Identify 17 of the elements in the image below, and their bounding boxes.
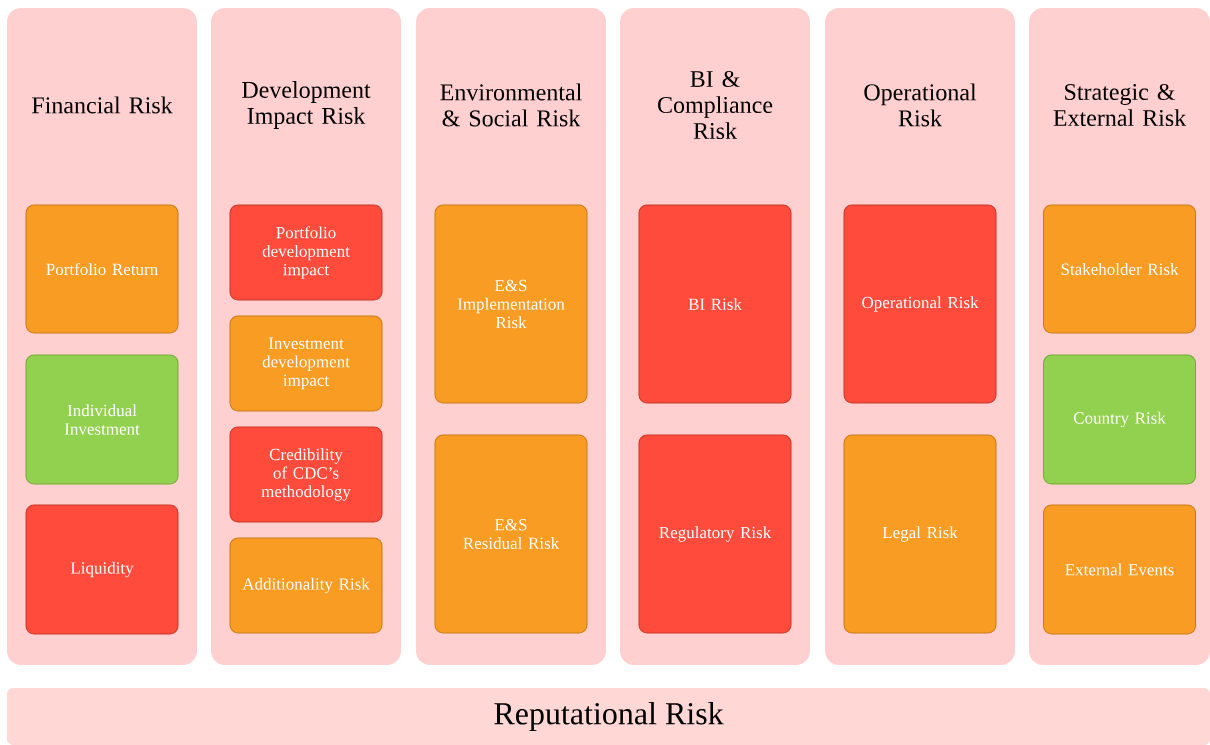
risk-box: Liquidity: [25, 504, 179, 635]
risk-box: BI Risk: [638, 204, 792, 404]
risk-box: Investment development impact: [229, 315, 383, 412]
risk-box: E&S Residual Risk: [434, 434, 588, 634]
risk-box: Regulatory Risk: [638, 434, 792, 634]
risk-box: External Events: [1043, 504, 1196, 635]
base-band: Reputational Risk: [7, 688, 1210, 745]
risk-box: Country Risk: [1043, 354, 1196, 485]
risk-box: Additionality Risk: [229, 537, 383, 634]
risk-box: Individual Investment: [25, 354, 179, 485]
risk-box: E&S Implementation Risk: [434, 204, 588, 404]
risk-box: Stakeholder Risk: [1043, 204, 1196, 334]
risk-box: Portfolio Return: [25, 204, 179, 334]
risk-box: Legal Risk: [843, 434, 997, 634]
risk-box: Portfolio development impact: [229, 204, 383, 301]
risk-box: Credibility of CDC’s methodology: [229, 426, 383, 523]
risk-box: Operational Risk: [843, 204, 997, 404]
